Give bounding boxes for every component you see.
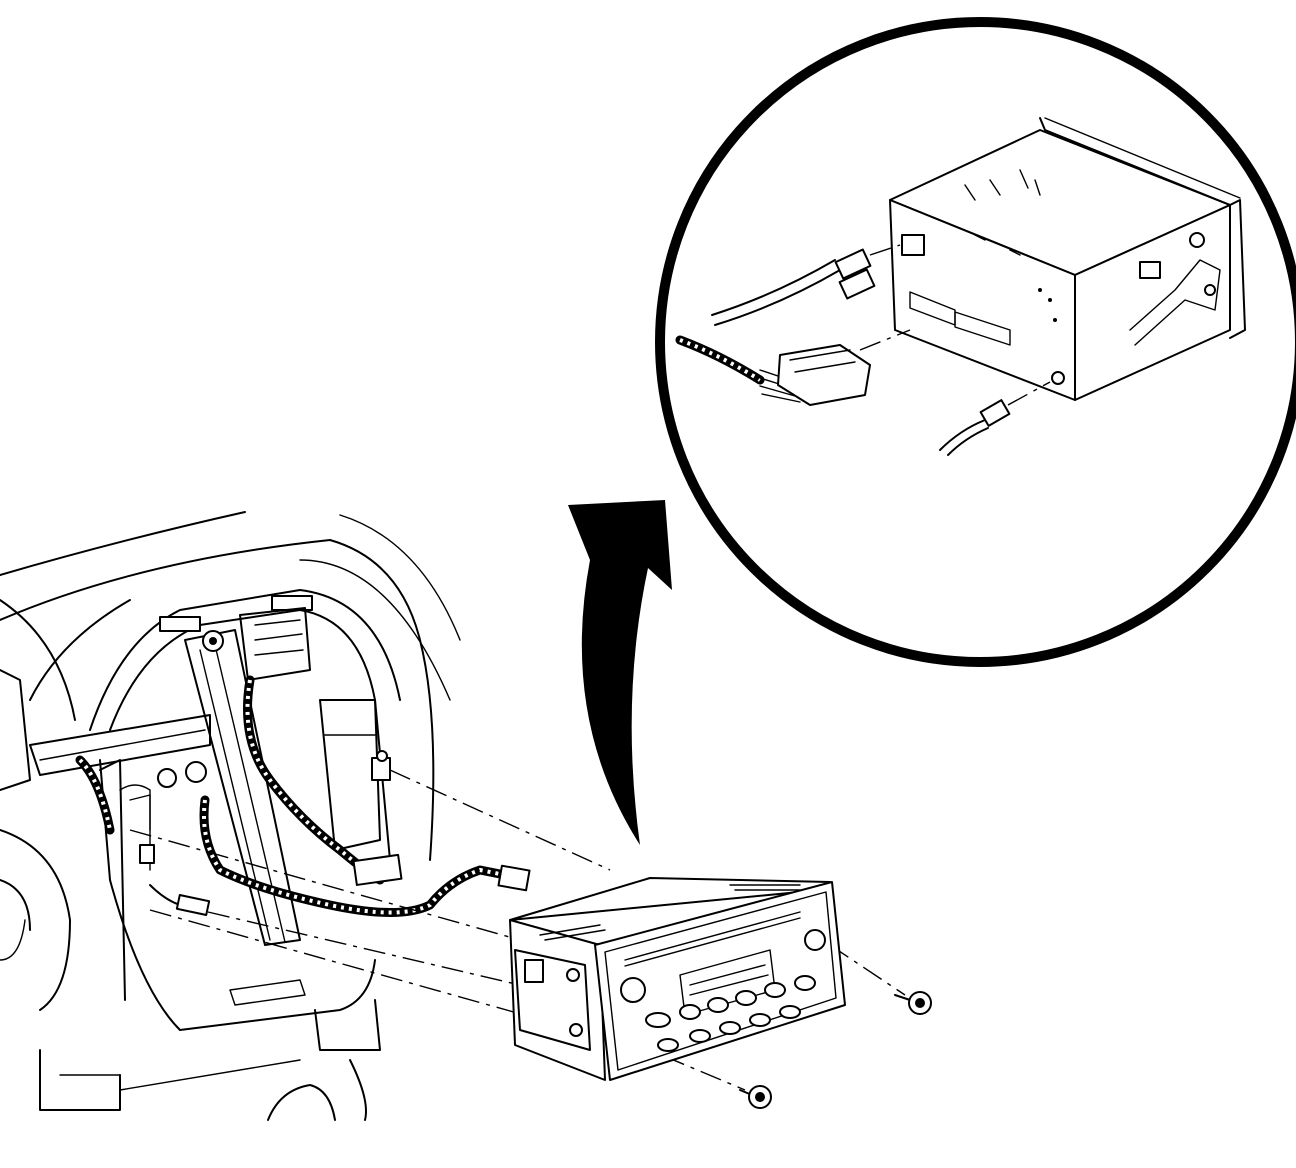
radio-receiver xyxy=(509,877,846,1081)
instrument-panel xyxy=(0,511,461,1121)
antenna-cable xyxy=(149,884,521,986)
radio-bolt-upper xyxy=(894,991,932,1015)
detail-antenna-plug xyxy=(939,381,1051,456)
callout-arrow xyxy=(568,500,672,845)
detail-radio-chassis xyxy=(889,117,1246,401)
detail-view-circle xyxy=(655,17,1296,667)
radio-wiring-harness xyxy=(75,675,531,917)
radio-bolt-lower xyxy=(739,1085,772,1109)
detail-harness-connector xyxy=(675,329,911,406)
detail-power-lead xyxy=(711,244,901,326)
